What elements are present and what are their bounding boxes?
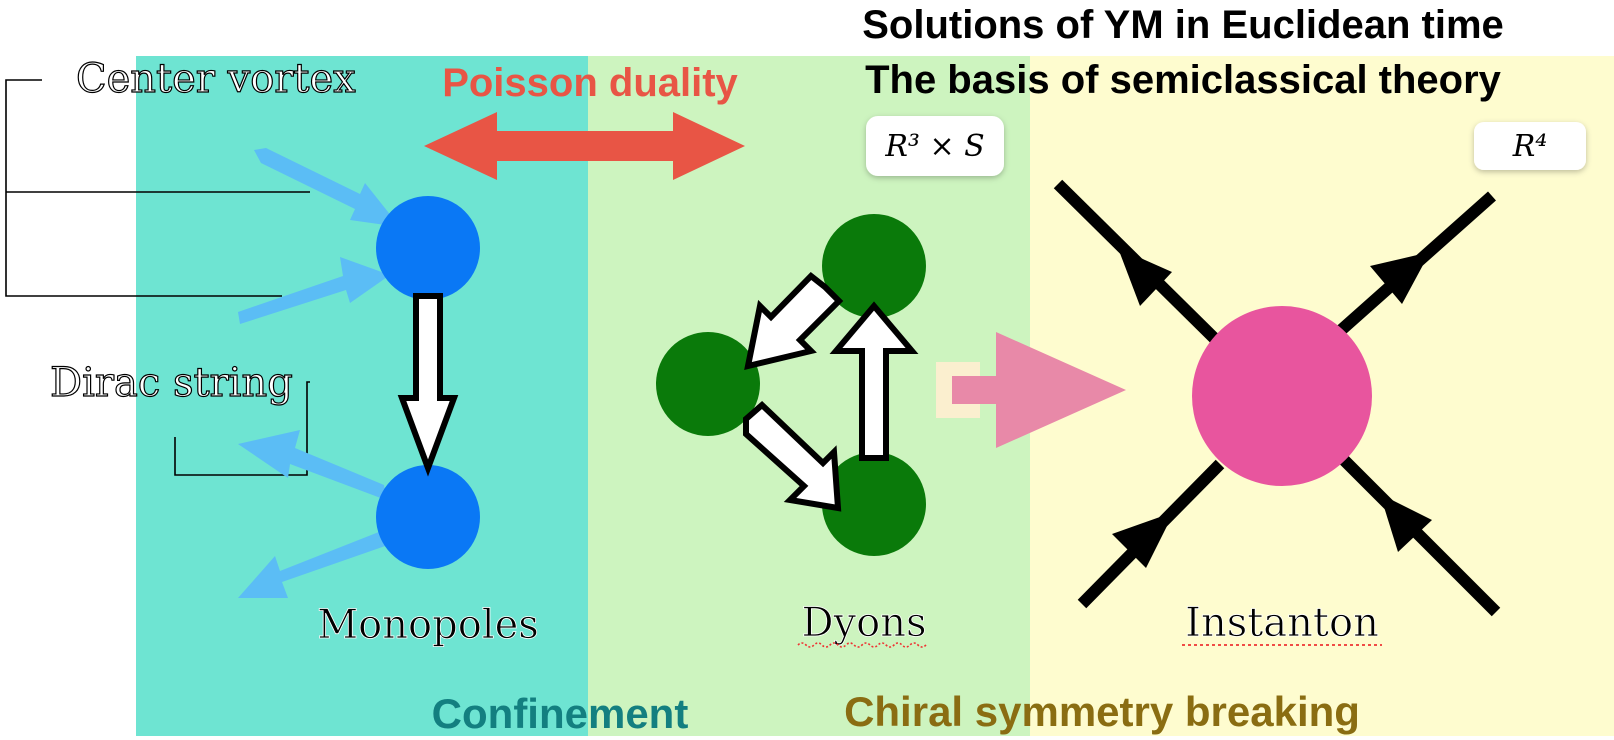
dyon-arrow-top-to-left [744, 271, 844, 371]
flux-arrow-out-bottom [238, 530, 388, 598]
arrowhead-bottom-right [1380, 494, 1432, 552]
arrowhead-bottom-left [1112, 512, 1174, 568]
arrowhead-top-right [1370, 252, 1430, 304]
center-vortex-label: Center vortex [76, 56, 356, 102]
flux-arrow-out-top [238, 430, 386, 500]
dyon-bottom [822, 452, 926, 556]
badge-r3-times-s-text: R³ × S [884, 129, 984, 164]
instanton-arrowheads [1112, 248, 1432, 568]
transition-arrow [952, 332, 1126, 448]
instanton-leg-bottom-right [1335, 451, 1501, 617]
dyon-cycle-arrows [743, 271, 919, 512]
badge-r4-text: R⁴ [1512, 129, 1548, 164]
dyon-arrow-up [829, 301, 919, 461]
badge-r4 [1474, 122, 1586, 170]
dirac-string-bracket [174, 381, 310, 476]
chiral-symmetry-breaking-label: Chiral symmetry breaking [844, 688, 1360, 735]
monopole-bottom [376, 465, 480, 569]
monopole-top [376, 196, 480, 300]
badge-r3-times-s [866, 116, 1004, 176]
flux-arrows [238, 148, 400, 598]
dyons-spellcheck-underline [797, 642, 927, 648]
header-line-2: The basis of semiclassical theory [865, 58, 1502, 102]
dyon-left [656, 332, 760, 436]
confinement-panel [136, 56, 588, 736]
dyon-top [822, 214, 926, 318]
arrowhead-top-left [1118, 248, 1172, 306]
dirac-string-arrow [397, 293, 459, 477]
poisson-duality-arrow [424, 112, 745, 180]
monopoles-label: Monopoles [317, 602, 539, 648]
dyon-arrow-left-to-bottom [743, 400, 842, 512]
instanton-core [1192, 306, 1372, 486]
center-vortex-bracket [5, 79, 310, 297]
flux-arrow-in-top [254, 148, 400, 227]
instanton-label: Instanton [1185, 600, 1379, 646]
dyons-label: Dyons [801, 600, 926, 646]
confinement-label: Confinement [432, 690, 689, 737]
poisson-duality-label: Poisson duality [442, 61, 738, 105]
flux-arrow-in-bottom [238, 257, 390, 324]
header-line-1: Solutions of YM in Euclidean time [862, 3, 1504, 47]
dirac-string-label: Dirac string [50, 360, 293, 406]
